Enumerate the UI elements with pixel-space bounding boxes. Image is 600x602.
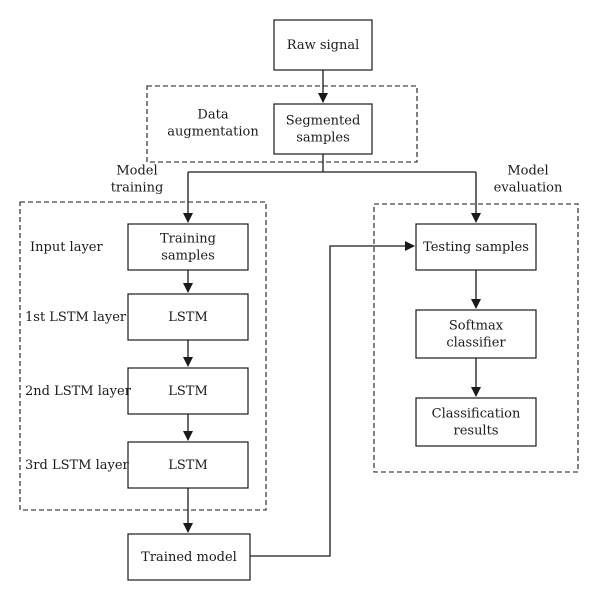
model-evaluation-label-line-2: evaluation — [494, 181, 563, 196]
node-raw-signal: Raw signal — [273, 19, 373, 71]
lstm-layer-2-label: 2nd LSTM layer — [25, 384, 132, 399]
lstm-layer-3-label-line-1: 3rd LSTM layer — [25, 458, 130, 473]
node-lstm-2: LSTM — [127, 367, 249, 415]
node-testing-samples-text: Testing samples — [423, 240, 529, 255]
node-trained-model-text-line-1: Trained model — [141, 550, 237, 565]
data-augmentation-label-line-1: Data — [197, 108, 228, 123]
model-evaluation-group — [373, 203, 579, 473]
node-lstm-1: LSTM — [127, 293, 249, 341]
node-lstm-3-text: LSTM — [168, 458, 208, 473]
node-softmax-classifier-text: Softmax classifier — [446, 319, 506, 351]
model-evaluation-label: Model evaluation — [494, 164, 563, 196]
lstm-layer-2-label-line-1: 2nd LSTM layer — [25, 384, 132, 399]
node-lstm-1-text: LSTM — [168, 310, 208, 325]
model-training-label-line-2: training — [111, 181, 164, 196]
node-classification-results-text-line-1: Classification — [432, 407, 521, 422]
node-raw-signal-text: Raw signal — [287, 38, 360, 53]
node-lstm-3-text-line-1: LSTM — [168, 458, 208, 473]
node-lstm-2-text-line-1: LSTM — [168, 384, 208, 399]
data-augmentation-label-line-2: augmentation — [167, 125, 259, 140]
node-segmented-samples-text-line-1: Segmented — [286, 114, 361, 129]
connectors — [183, 70, 481, 557]
node-classification-results-text: Classification results — [432, 407, 521, 439]
node-segmented-samples-text: Segmented samples — [286, 114, 361, 146]
data-augmentation-label: Data augmentation — [167, 108, 259, 140]
node-lstm-3: LSTM — [127, 441, 249, 489]
node-lstm-1-text-line-1: LSTM — [168, 310, 208, 325]
node-training-samples-text-line-2: samples — [161, 249, 215, 264]
model-training-label-line-1: Model — [116, 164, 157, 179]
input-layer-label: Input layer — [30, 240, 104, 255]
node-raw-signal-text-line-1: Raw signal — [287, 38, 360, 53]
input-layer-label-line-1: Input layer — [30, 240, 104, 255]
model-training-label: Model training — [111, 164, 164, 196]
node-testing-samples-text-line-1: Testing samples — [423, 240, 529, 255]
model-evaluation-label-line-1: Model — [507, 164, 548, 179]
node-softmax-classifier: Softmax classifier — [415, 309, 537, 359]
node-training-samples-text: Training samples — [160, 232, 216, 264]
node-softmax-classifier-text-line-2: classifier — [446, 336, 506, 351]
lstm-layer-1-label-line-1: 1st LSTM layer — [25, 310, 127, 325]
node-testing-samples: Testing samples — [415, 223, 537, 271]
data-augmentation-group — [146, 85, 418, 163]
node-segmented-samples: Segmented samples — [273, 103, 373, 155]
node-training-samples-text-line-1: Training — [160, 232, 216, 247]
node-segmented-samples-text-line-2: samples — [296, 131, 350, 146]
node-trained-model: Trained model — [127, 533, 251, 581]
node-classification-results-text-line-2: results — [453, 424, 498, 439]
lstm-layer-1-label: 1st LSTM layer — [25, 310, 127, 325]
node-classification-results: Classification results — [415, 397, 537, 447]
lstm-layer-3-label: 3rd LSTM layer — [25, 458, 130, 473]
node-trained-model-text: Trained model — [141, 550, 237, 565]
node-softmax-classifier-text-line-1: Softmax — [449, 319, 504, 334]
edge-trained-to-testing — [250, 241, 415, 557]
node-training-samples: Training samples — [127, 223, 249, 271]
node-lstm-2-text: LSTM — [168, 384, 208, 399]
model-training-group — [19, 201, 267, 511]
